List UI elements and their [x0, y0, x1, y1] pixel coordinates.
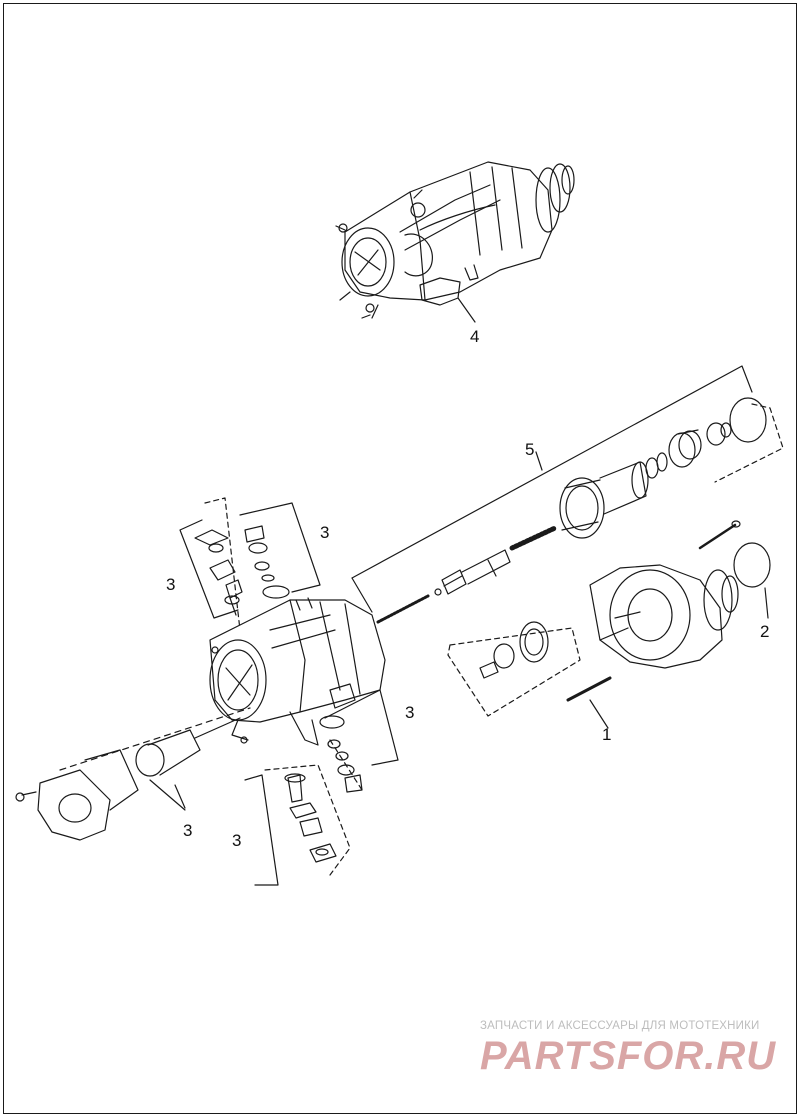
solenoid-nut-kit-lower	[319, 689, 399, 793]
bracket-5	[351, 365, 753, 579]
o-ring-part-2	[733, 542, 771, 588]
solenoid-plunger	[135, 717, 241, 777]
diagram-frame	[3, 3, 797, 1114]
starter-housing	[209, 597, 386, 746]
callout-3-lower: 3	[232, 831, 241, 850]
solenoid-cover	[15, 749, 139, 841]
starter-assembly-part-4	[335, 161, 575, 319]
callout-3-upper-right: 3	[320, 523, 329, 542]
callout-3-upper-left: 3	[166, 575, 175, 594]
solenoid-nut-kit-upper	[239, 502, 321, 599]
drive-shaft-set-part-5	[376, 397, 767, 624]
callout-2: 2	[760, 622, 769, 641]
clutch-gear-set	[479, 621, 549, 679]
leader-line-4	[457, 297, 476, 323]
bolt-part-1	[566, 676, 612, 702]
drive-housing-part-1	[589, 520, 741, 669]
watermark-tagline: ЗАПЧАСТИ И АКСЕССУАРЫ ДЛЯ МОТОТЕХНИКИ	[480, 1020, 760, 1032]
callout-4: 4	[470, 327, 479, 346]
watermark: ЗАПЧАСТИ И АКСЕССУАРЫ ДЛЯ МОТОТЕХНИКИ PA…	[480, 1020, 780, 1078]
callout-5: 5	[525, 440, 534, 459]
callout-3-middle-right: 3	[405, 703, 414, 722]
callout-1: 1	[602, 725, 611, 744]
solenoid-contact-kit-upper	[179, 497, 243, 631]
callout-3-solenoid: 3	[183, 821, 192, 840]
watermark-logo: PARTSFOR.RU	[480, 1034, 777, 1078]
solenoid-contact-kit-lower	[244, 764, 351, 886]
